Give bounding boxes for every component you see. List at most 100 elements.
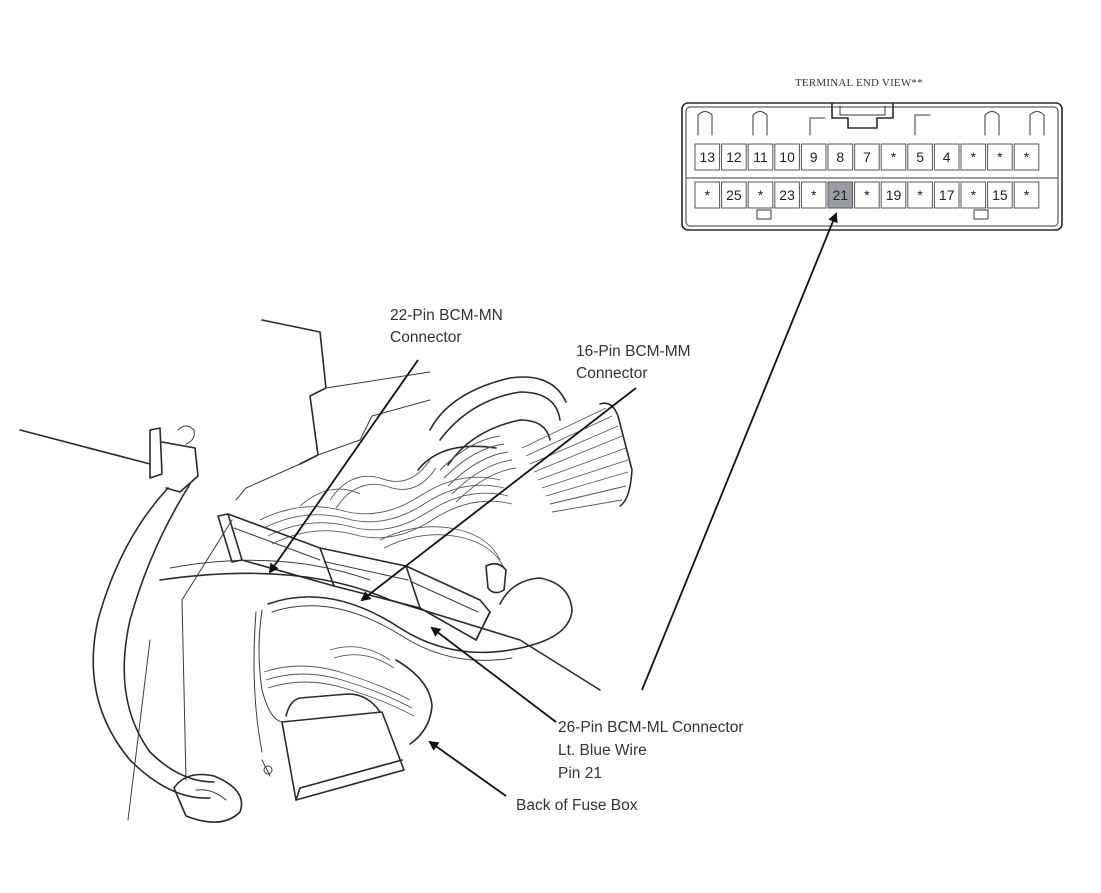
pin-box [907,143,933,171]
pin-cell-23: 23 [774,181,800,209]
pin-cell-unused: * [987,143,1013,171]
pin-box [800,181,827,209]
pin-label: * [917,187,923,203]
pin-cell-unused: * [694,181,721,209]
lt-blue-wire [267,577,573,654]
pin-cell-unused: * [747,181,774,209]
pin-box [960,143,987,171]
pin-box [774,181,800,209]
pin-cell-unused: * [960,143,987,171]
bcm-mn-label-line-2: Connector [390,329,462,346]
bcm-mm-leader [360,387,637,602]
pin-label: 7 [863,149,871,165]
callout-bcm-mm: 16-Pin BCM-MM Connector [576,343,691,382]
pin-cell-4: 4 [933,143,960,171]
pin-box [747,143,774,171]
pin-cell-unused: * [854,181,880,209]
pin-label: 12 [726,149,742,165]
pin-label: * [971,187,977,203]
pin-label: * [705,187,711,203]
pin-box [1013,143,1040,171]
pin-box [747,181,774,209]
bcm-connector-row [217,513,491,641]
bcm-ml-label-line-3: Pin 21 [558,765,602,782]
pin-box [800,143,827,171]
callout-bcm-mn: 22-Pin BCM-MN Connector [390,307,503,346]
pin-cell-13: 13 [694,143,721,171]
fuse-box-leader [428,740,507,797]
bcm-mm-label-line-1: 16-Pin BCM-MM [576,343,691,360]
pin-cell-10: 10 [774,143,800,171]
pin-label: 23 [779,187,795,203]
pin-label: 25 [726,187,742,203]
pin-label: * [1024,187,1030,203]
pin-box [880,143,907,171]
pin-label: * [1024,149,1030,165]
pin-box [907,181,933,209]
pin-row-top: 13 12 11 10 9 8 7 * 5 4 * * * [694,143,1040,171]
pin-label: * [811,187,817,203]
pin-label: 4 [943,149,951,165]
pin-cell-19: 19 [880,181,907,209]
pin-cell-5: 5 [907,143,933,171]
pin-box [721,181,747,209]
pin-box [854,143,880,171]
fuse-box [253,609,433,801]
pin-label: 17 [939,187,955,203]
pin-label: * [864,187,870,203]
harness-illustration [19,319,637,823]
connector-housing [681,102,1063,231]
pin-cell-11: 11 [747,143,774,171]
wire-bundle-right [521,402,633,513]
pin-row-bottom: * 25 * 23 * 21 * 19 * 17 * 15 * [694,181,1040,209]
pin-label: 15 [992,187,1008,203]
pin-cell-12: 12 [721,143,747,171]
pin-box [987,143,1013,171]
pin-cell-8: 8 [827,143,854,171]
terminal-view-title: TERMINAL END VIEW** [795,77,923,89]
bcm-ml-leader [430,626,557,723]
pin-label: 5 [916,149,924,165]
pin-cell-21: 21 [827,181,854,209]
bcm-ml-label-line-2: Lt. Blue Wire [558,742,647,759]
pin-cell-25: 25 [721,181,747,209]
pin-label: 10 [779,149,795,165]
pin-box [880,181,907,209]
callout-fuse-box: Back of Fuse Box [516,797,638,814]
pin-label: 19 [886,187,902,203]
pin-box [933,181,960,209]
pin-label: 8 [836,149,844,165]
pin-box [827,181,854,209]
pin-box [933,143,960,171]
bcm-ml-label-line-1: 26-Pin BCM-ML Connector [558,719,744,736]
bcm-mm-label-line-2: Connector [576,365,648,382]
pin-label: * [758,187,764,203]
pin-label: 11 [753,149,768,165]
pin-cell-7: 7 [854,143,880,171]
pin-cell-unused: * [1013,181,1040,209]
pin-box [854,181,880,209]
terminal-end-view: TERMINAL END VIEW** 13 12 11 10 9 8 7 * 5 4 * * * * 2… [641,77,1063,691]
callout-bcm-ml: 26-Pin BCM-ML Connector Lt. Blue Wire Pi… [558,719,744,782]
pin-box [721,143,747,171]
pin-label: 13 [700,149,716,165]
pin-cell-unused: * [880,143,907,171]
pin-label: 9 [810,149,818,165]
pin-label: * [997,149,1003,165]
pin-cell-unused: * [907,181,933,209]
wire-bundle-center [259,435,517,569]
pin-cell-9: 9 [800,143,827,171]
bcm-mn-label-line-1: 22-Pin BCM-MN [390,307,503,324]
pin-box [827,143,854,171]
pin-box [987,181,1013,209]
pin-cell-17: 17 [933,181,960,209]
fuse-box-label: Back of Fuse Box [516,797,638,814]
pin-box [1013,181,1040,209]
pin-label: * [971,149,977,165]
pin-cell-unused: * [1013,143,1040,171]
pin-box [960,181,987,209]
pin-label: 21 [833,187,849,203]
pin-label: * [891,149,897,165]
pin-box [694,181,721,209]
